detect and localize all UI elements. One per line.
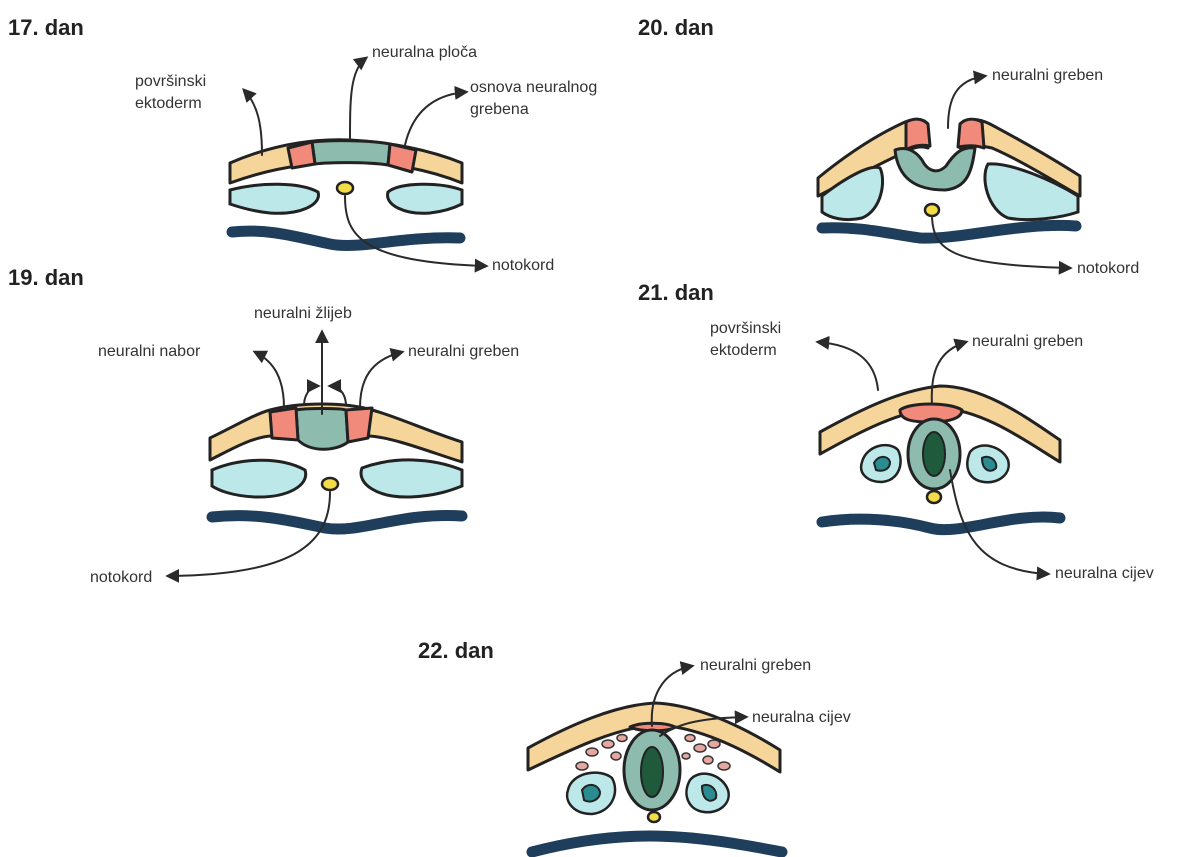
label-notochord: notokord [90, 569, 152, 586]
label-neural-tube: neuralna cijev [752, 709, 851, 726]
neural-tube-lumen [923, 432, 945, 476]
notochord [322, 478, 338, 490]
endoderm [212, 516, 462, 530]
leader-neural-fold [255, 352, 284, 408]
crest-cell [602, 740, 614, 748]
label-neural-tube: neuralna cijev [1055, 565, 1154, 582]
notochord [648, 812, 660, 822]
leader-neural-crest [360, 352, 402, 408]
panel-title: 21. dan [638, 280, 714, 305]
fold-arrow-right [330, 386, 346, 404]
neural-fold-left [270, 408, 298, 440]
label-neural-crest: neuralni greben [700, 657, 811, 674]
crest-cell [586, 748, 598, 756]
neural-groove-plate [895, 148, 975, 190]
neural-crest-base-left [288, 142, 315, 168]
leader-neural-plate [350, 58, 366, 140]
notochord [925, 204, 939, 216]
leader-notochord [168, 492, 330, 576]
crest-cell [617, 735, 627, 742]
endoderm [232, 231, 460, 245]
label-surface-ectoderm: površinski ektoderm [135, 73, 211, 112]
crest-cell [611, 752, 621, 760]
endoderm [532, 836, 782, 852]
neural-tube-lumen [641, 747, 663, 797]
panel-day-20: 20. dan neuralni greben notokord [638, 15, 1139, 277]
panel-title: 22. dan [418, 638, 494, 663]
crest-cell [708, 740, 720, 748]
neural-crest-left [906, 119, 930, 150]
label-neural-plate: neuralna ploča [372, 44, 477, 61]
neural-crest-base-right [388, 144, 416, 172]
mesoderm-right [361, 460, 462, 497]
mesoderm-right [388, 184, 462, 213]
panel-day-22: 22. dan neuralni greben neuralna cijev [418, 638, 851, 852]
label-neural-crest-base: osnova neuralnog grebena [470, 79, 602, 118]
neural-plate [312, 141, 390, 165]
label-neural-crest: neuralni greben [408, 343, 519, 360]
panel-title: 20. dan [638, 15, 714, 40]
crest-cell [682, 753, 690, 759]
leader-surface-ectoderm [244, 90, 262, 155]
panel-title: 19. dan [8, 265, 84, 290]
leader-surface-ectoderm [818, 342, 878, 390]
panel-day-21: 21. dan površinski ektoderm neuralni gre… [638, 280, 1154, 582]
neural-crest-right [346, 408, 372, 442]
panel-day-17: 17. dan površinski ektoderm neuralna plo… [8, 15, 602, 274]
label-neural-fold: neuralni nabor [98, 343, 201, 360]
leader-neural-crest-base [405, 92, 466, 145]
crest-cell [703, 756, 713, 764]
panel-day-19: 19. dan neuralni žlijeb neuralni nabor n… [8, 265, 519, 586]
crest-cell [576, 762, 588, 770]
crest-cell [694, 744, 706, 752]
mesoderm-left [230, 184, 318, 213]
fold-arrow-left [304, 386, 318, 404]
neural-crest-right [958, 119, 984, 148]
label-surface-ectoderm: površinski ektoderm [710, 320, 786, 359]
label-notochord: notokord [1077, 260, 1139, 277]
endoderm [822, 517, 1060, 530]
mesoderm-left [212, 460, 306, 497]
label-neural-groove: neuralni žlijeb [254, 305, 352, 322]
label-notochord: notokord [492, 257, 554, 274]
crest-cell [718, 762, 730, 770]
crest-cell [685, 735, 695, 742]
label-neural-crest: neuralni greben [972, 333, 1083, 350]
notochord [927, 491, 941, 503]
label-neural-crest: neuralni greben [992, 67, 1103, 84]
notochord [337, 182, 353, 194]
endoderm [822, 225, 1076, 238]
somite-left-core [874, 457, 890, 471]
panel-title: 17. dan [8, 15, 84, 40]
somite-left-core [582, 785, 600, 802]
